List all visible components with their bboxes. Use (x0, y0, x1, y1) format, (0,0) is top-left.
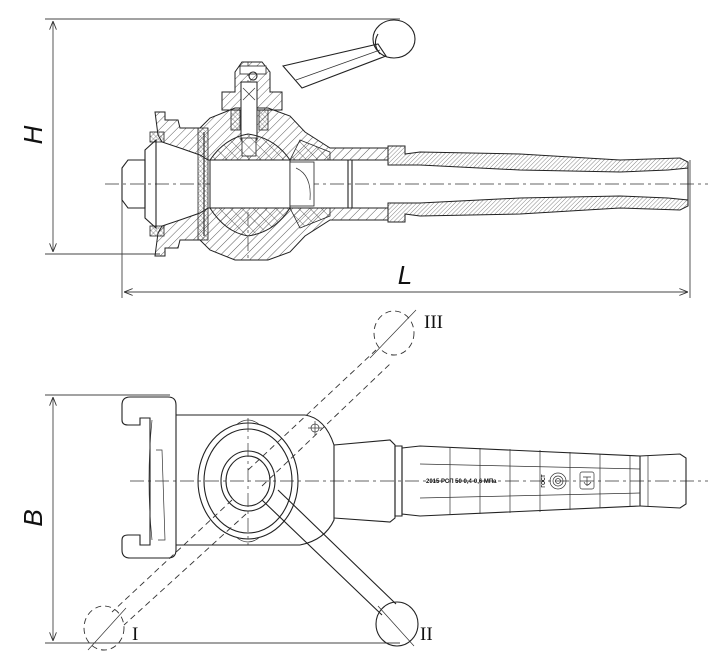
lever-position-ii: II (261, 489, 433, 647)
ball-valve (197, 127, 353, 241)
valve-head-ring (197, 418, 299, 545)
height-label: H (18, 125, 48, 144)
height-dimension: H (18, 18, 400, 255)
length-label: L (398, 260, 412, 290)
position-label-iii: III (424, 312, 443, 333)
plan-view: B (18, 309, 708, 651)
certification-icon (549, 472, 567, 490)
nozzle-barrel (387, 145, 689, 223)
valve-body (154, 61, 389, 261)
width-dimension: B (18, 394, 400, 644)
position-label-i: I (132, 624, 138, 645)
lever-position-i: I (83, 499, 247, 651)
side-marking: ГОСТ (541, 474, 547, 487)
width-label: B (18, 509, 48, 526)
lever-position-iii: III (247, 309, 443, 487)
position-label-ii: II (420, 624, 433, 645)
length-dimension: L (121, 160, 691, 298)
nozzle-grip: 2015 РСП 50 0,4-0,6 МПа ГОСТ (394, 445, 687, 517)
coupling-head (121, 131, 165, 237)
section-view: H L (18, 18, 708, 298)
lever-handle (281, 19, 416, 89)
brand-logo-icon (579, 471, 595, 490)
nozzle-marking: 2015 РСП 50 0,4-0,6 МПа (426, 479, 497, 485)
coupling-claws (121, 396, 177, 559)
